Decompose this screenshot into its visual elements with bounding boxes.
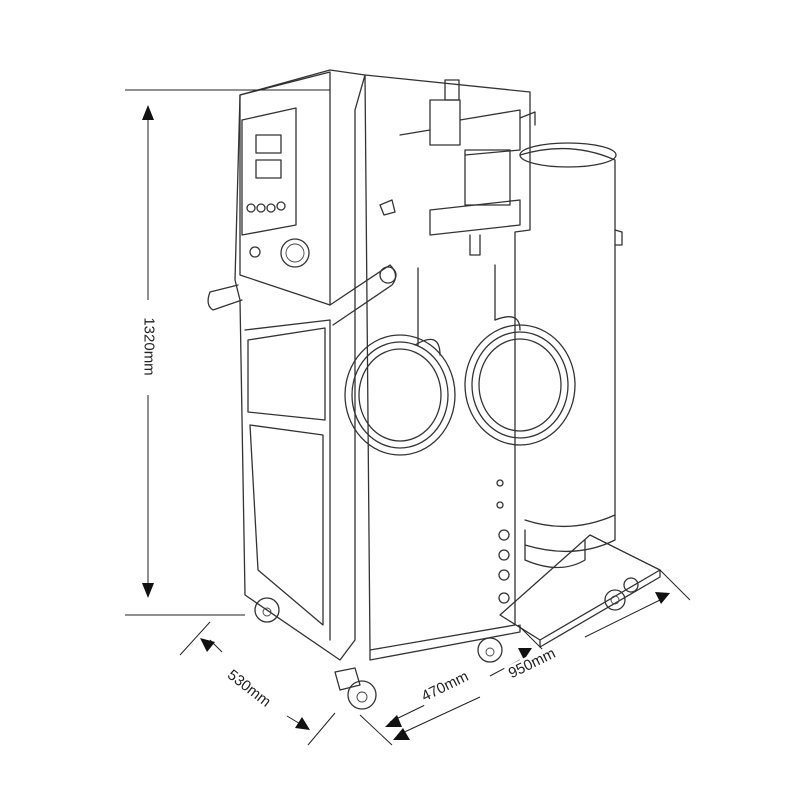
cabinet-front — [207, 69, 397, 661]
hose-coils — [344, 264, 576, 456]
cabinet-side — [354, 74, 531, 661]
dimension-lines — [125, 89, 691, 746]
base-plate — [499, 534, 661, 648]
height-dimension-label: 1320mm — [140, 315, 158, 378]
casters — [254, 597, 503, 710]
filter-regulator — [379, 79, 536, 256]
side-fittings — [496, 479, 510, 604]
air-tank — [519, 142, 623, 569]
